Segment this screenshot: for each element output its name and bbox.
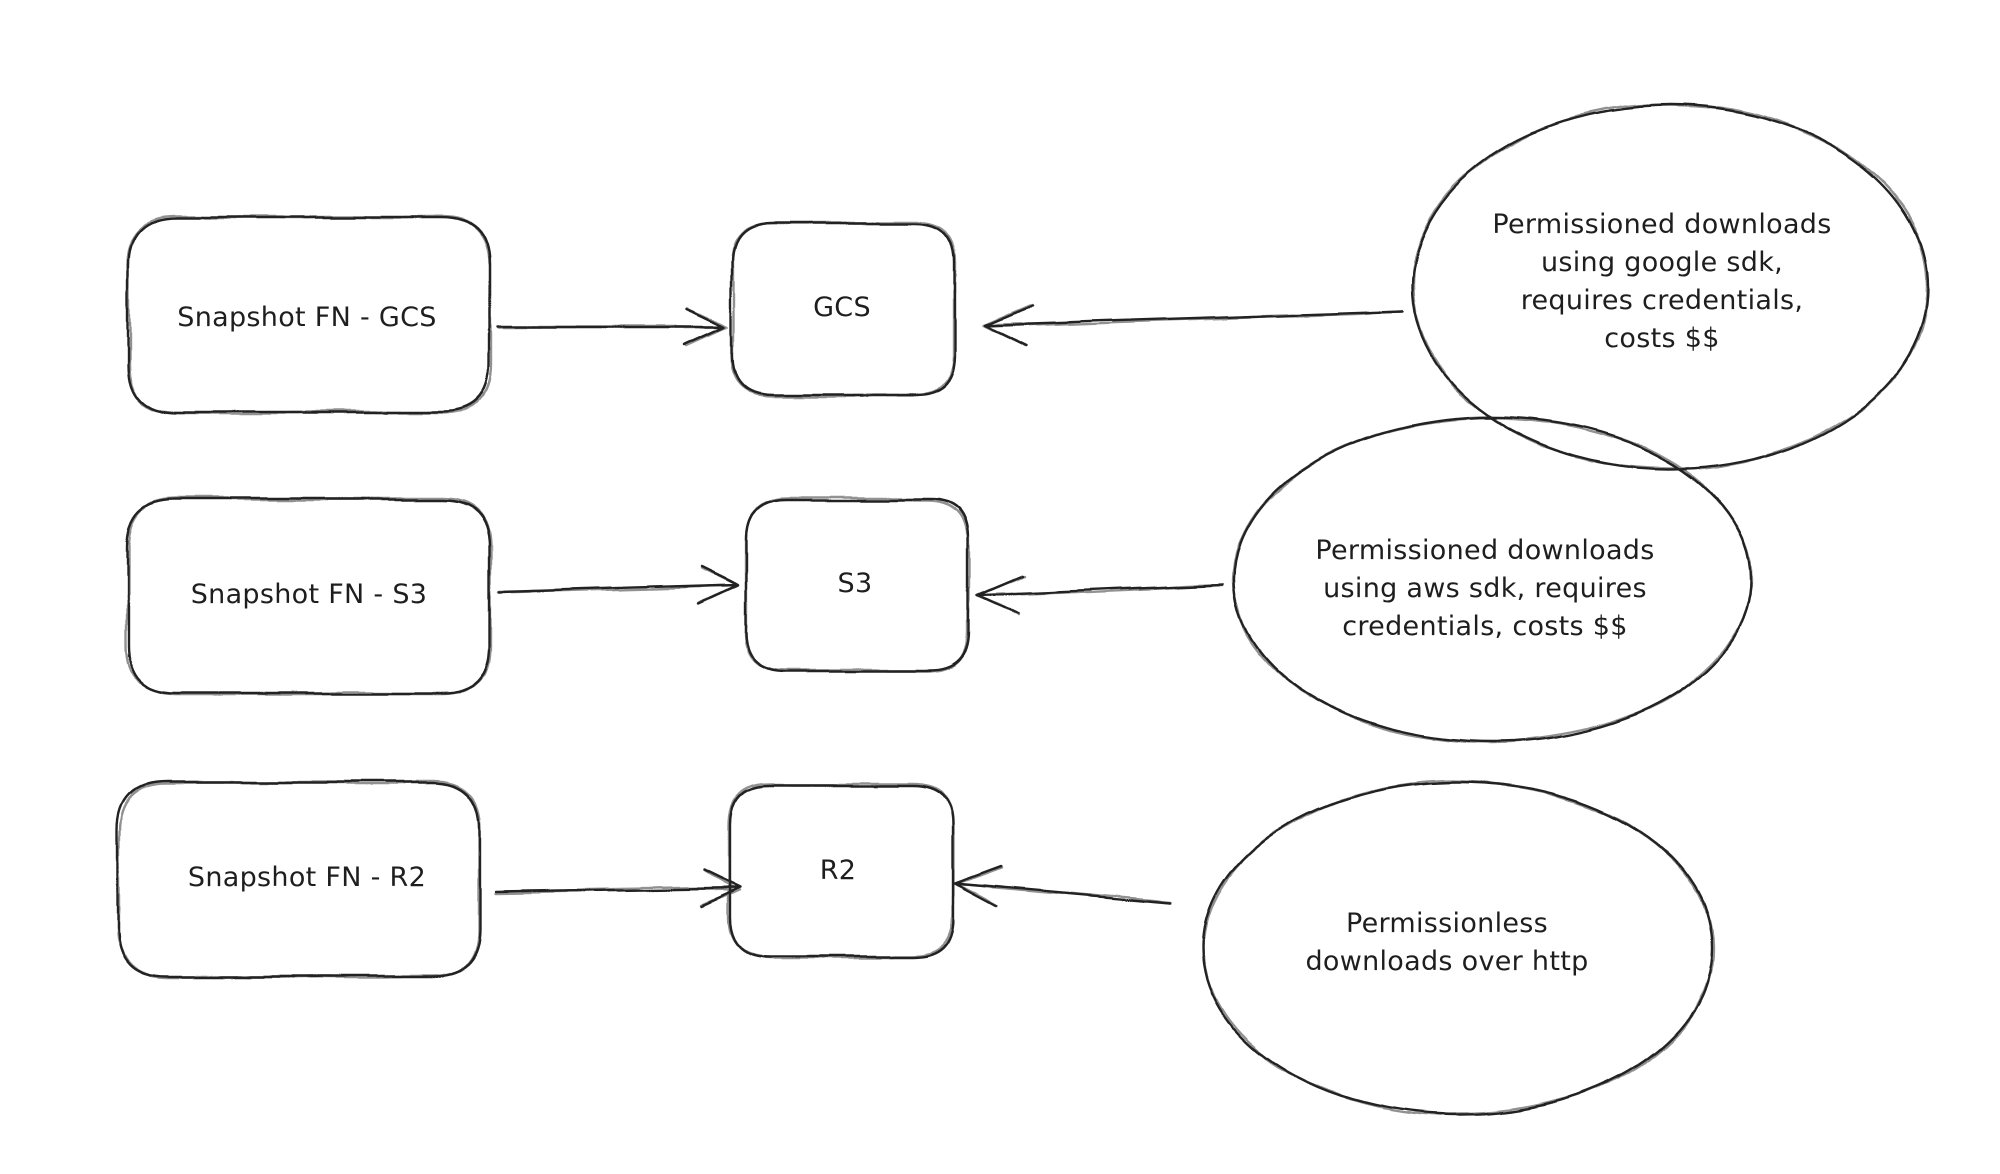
label-s3: S3 [837,568,873,599]
note-gcs-line: requires credentials, [1520,285,1804,316]
note-gcs-line: using google sdk, [1540,247,1784,278]
label-gcs: GCS [813,292,871,323]
note-s3-line: using aws sdk, requires [1323,573,1647,604]
note-r2-line: Permissionless [1345,908,1549,939]
note-s3-line: credentials, costs $$ [1342,611,1628,642]
arrow-note-to-gcs [983,304,1404,348]
note-gcs-line: costs $$ [1604,323,1720,354]
note-s3: Permissioned downloads using aws sdk, re… [1315,532,1654,646]
note-s3-line: Permissioned downloads [1315,535,1655,566]
note-gcs: Permissioned downloads using google sdk,… [1492,206,1831,358]
note-r2: Permissionless downloads over http [1305,905,1588,981]
label-snapshot-fn-r2: Snapshot FN - R2 [187,862,427,893]
label-snapshot-fn-gcs: Snapshot FN - GCS [177,302,437,333]
label-snapshot-fn-s3: Snapshot FN - S3 [190,579,428,610]
note-gcs-line: Permissioned downloads [1492,209,1832,240]
label-r2: R2 [819,855,857,886]
note-r2-line: downloads over http [1305,946,1589,977]
